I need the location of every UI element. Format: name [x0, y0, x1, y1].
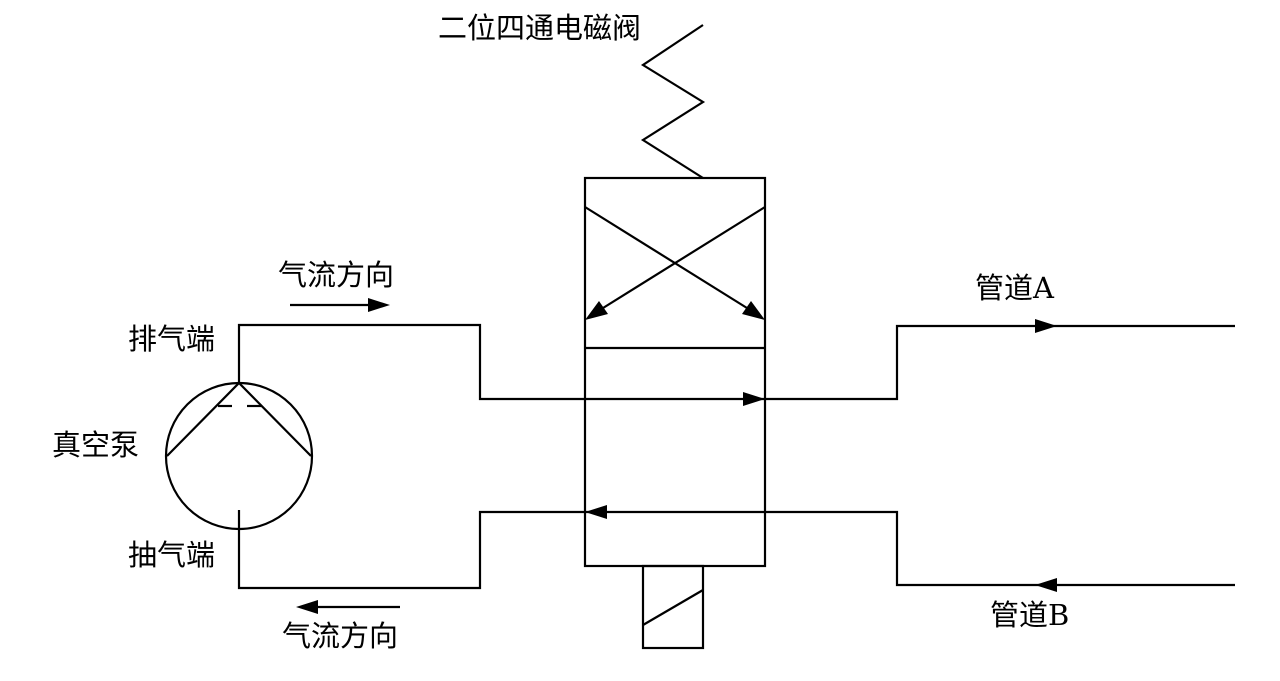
flow-direction-label-top: 气流方向 — [278, 258, 394, 292]
valve-cross-arrow-right — [742, 301, 765, 320]
flow-arrow-pipe-a — [1035, 319, 1057, 333]
pipe-b-label: 管道B — [990, 598, 1069, 632]
flow-direction-label-bottom: 气流方向 — [282, 619, 398, 653]
intake-pipe — [237, 510, 1235, 590]
valve-label: 二位四通电磁阀 — [438, 11, 641, 45]
valve-cross-line-1 — [584, 206, 756, 314]
valve-spring — [640, 24, 706, 179]
vacuum-pump-label: 真空泵 — [52, 428, 139, 462]
pipe-a-label: 管道A — [975, 271, 1055, 305]
valve-cross-line-2 — [594, 206, 766, 314]
flow-arrow-out-of-valve — [585, 505, 607, 519]
flow-arrow-into-valve — [743, 392, 765, 406]
intake-port-label: 抽气端 — [128, 538, 215, 572]
valve-cross-arrow-left — [585, 301, 608, 320]
vacuum-pump-circle — [164, 381, 314, 531]
valve-actuator — [641, 564, 705, 650]
valve-body — [583, 176, 767, 568]
exhaust-pipe — [237, 323, 1235, 401]
pump-triangle — [166, 381, 312, 457]
flow-arrow-pipe-b — [1035, 578, 1057, 592]
flow-direction-arrow-top — [368, 298, 390, 312]
flow-direction-arrow-bottom — [296, 600, 318, 614]
exhaust-port-label: 排气端 — [128, 322, 215, 356]
actuator-diagonal — [642, 589, 704, 626]
